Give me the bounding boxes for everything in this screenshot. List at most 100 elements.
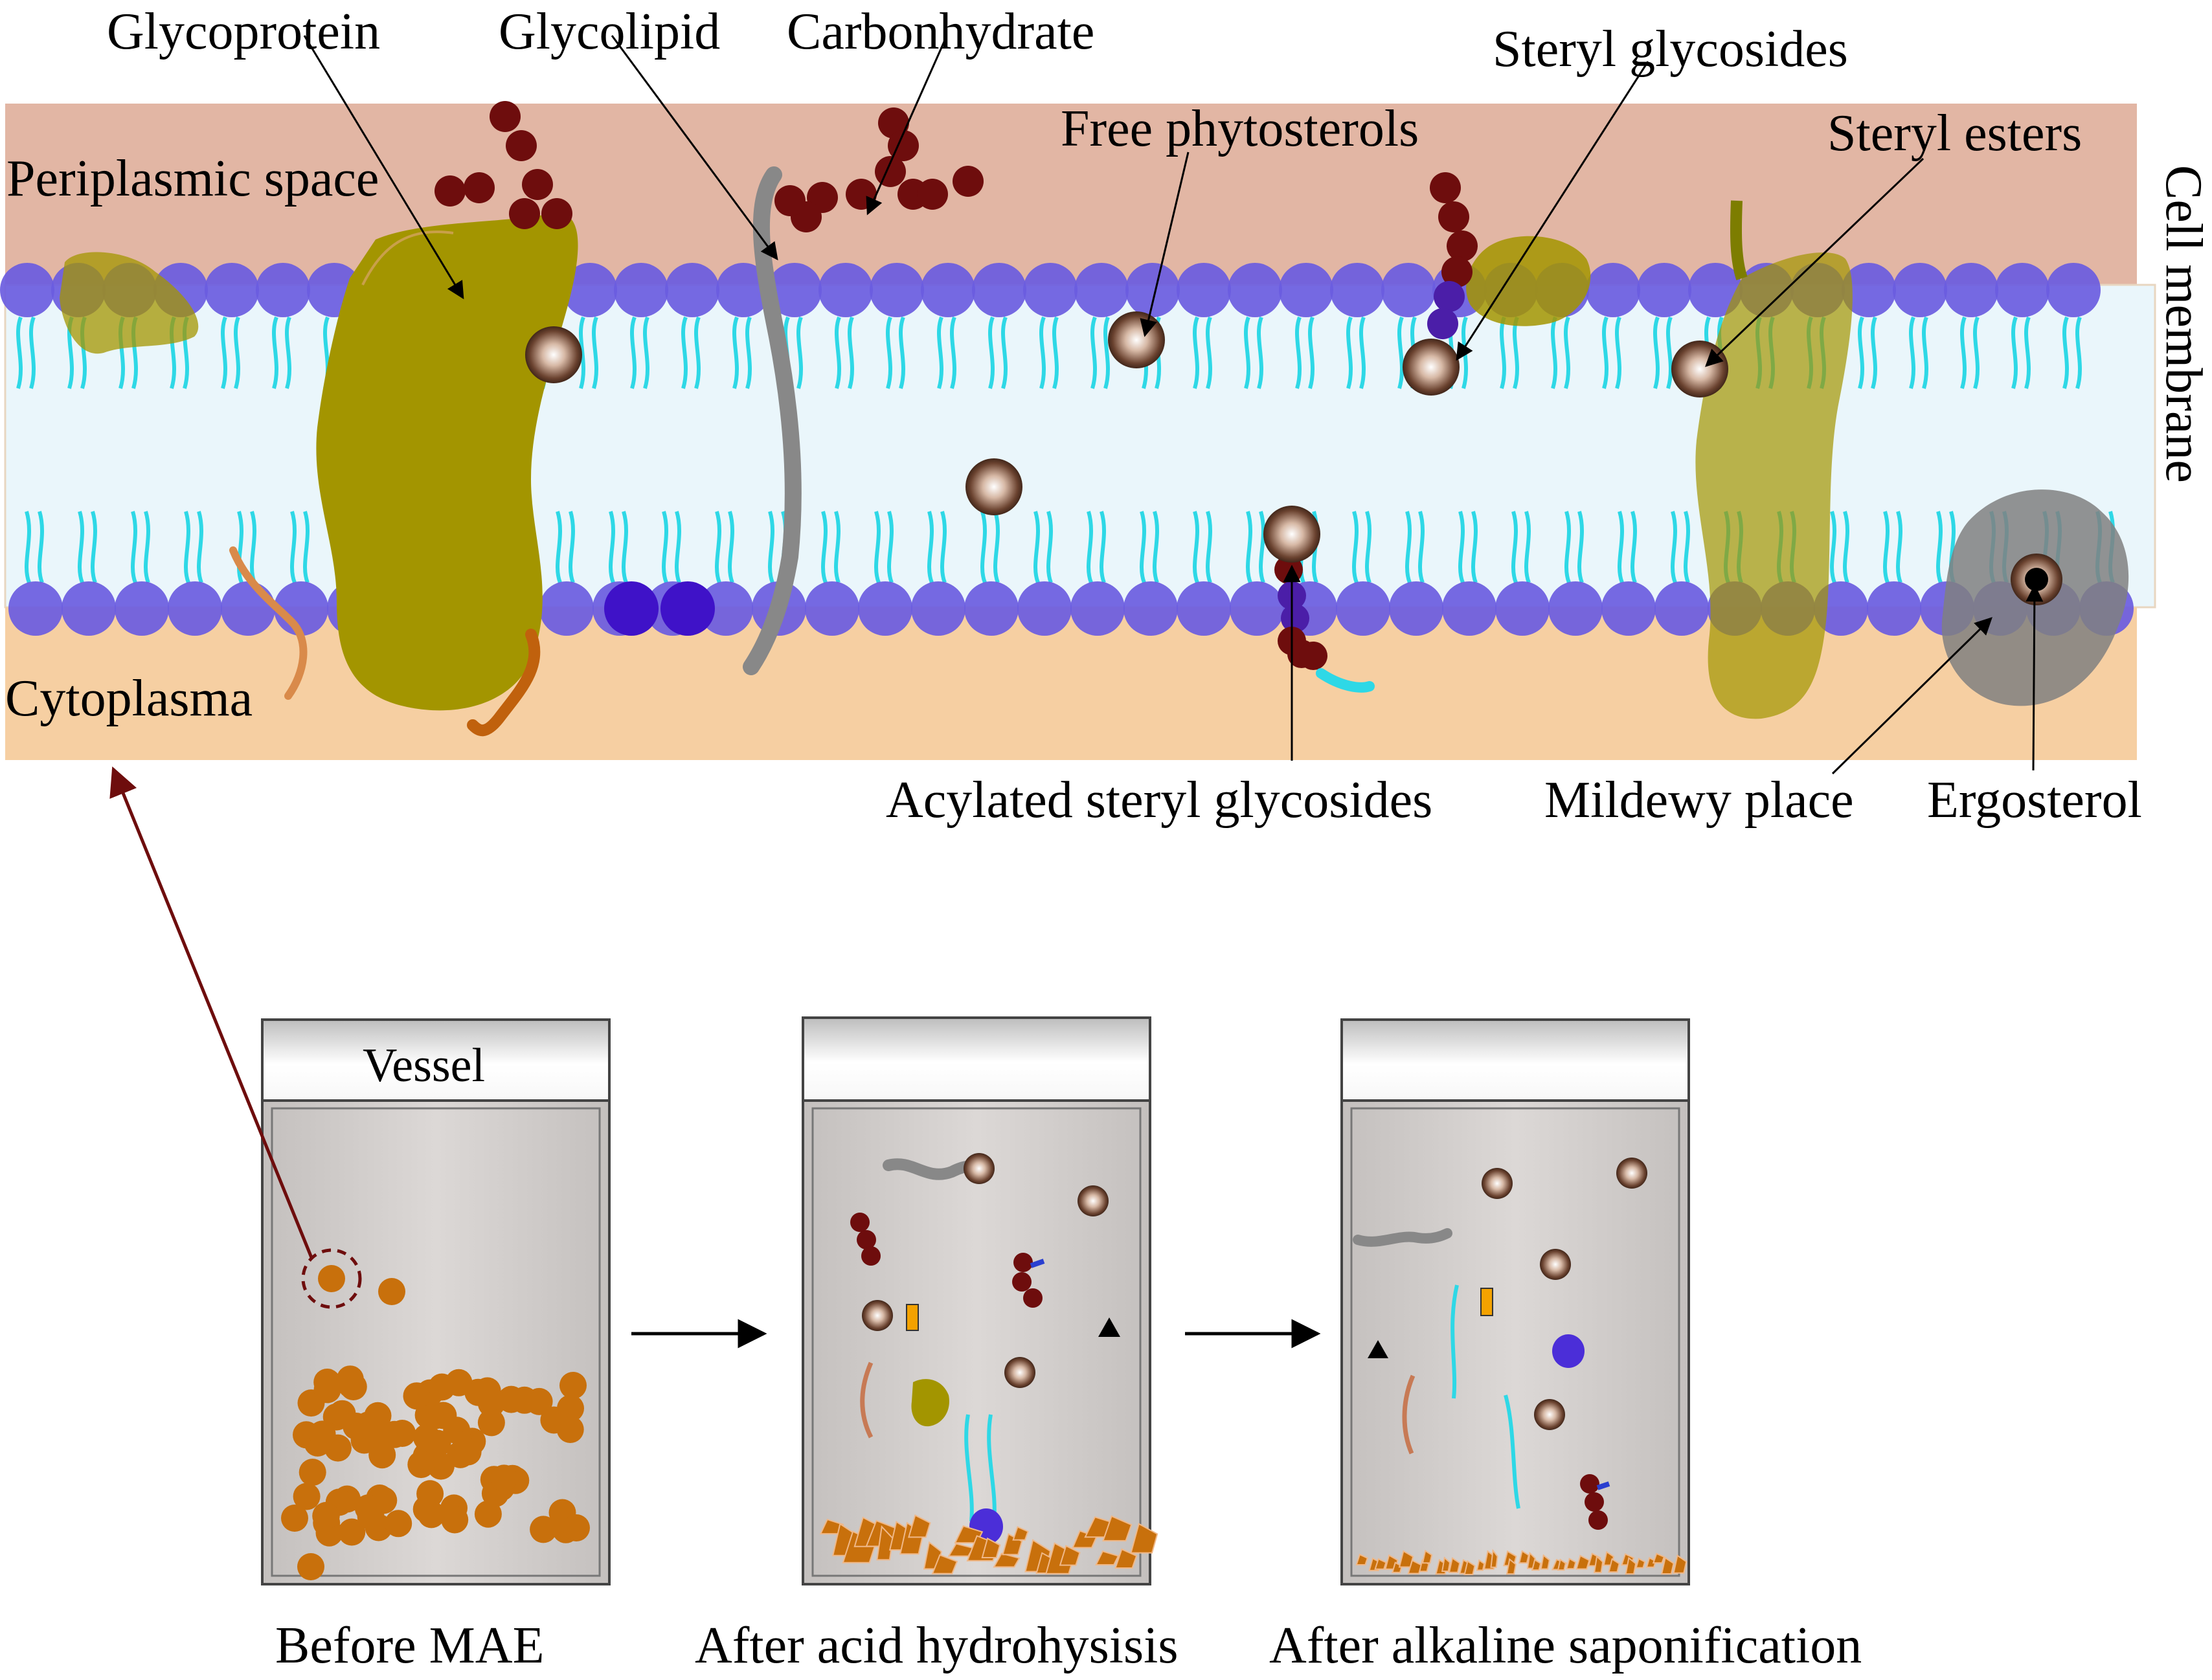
lipid-tail <box>579 316 585 389</box>
glycoprotein-label: Glycoprotein <box>107 3 380 60</box>
residue-flake <box>1374 1558 1387 1570</box>
powder-particle <box>385 1510 412 1538</box>
sterol-ball <box>1004 1357 1035 1388</box>
ergosterol-core <box>2025 568 2048 591</box>
residue-flake <box>1448 1557 1461 1573</box>
glycoprotein-carbohydrate-chain <box>435 101 572 229</box>
lipid-tail <box>1896 511 1902 584</box>
residue-flake <box>1660 1556 1675 1574</box>
lipid-head <box>1586 263 1640 317</box>
lipid-head <box>1074 263 1129 317</box>
thin-fibre <box>229 546 308 700</box>
lipid-tail <box>29 316 36 389</box>
lipid-tail <box>234 316 240 389</box>
lipid-head <box>1867 581 1921 636</box>
residue-flake <box>1575 1554 1590 1570</box>
powder-particle <box>422 1402 449 1429</box>
powder-particle <box>293 1483 321 1510</box>
residue-flake <box>1593 1554 1604 1573</box>
dark-lipid-head <box>660 581 715 636</box>
residue-flake <box>1130 1523 1158 1554</box>
lipid-head <box>1442 581 1496 636</box>
steryl-glycoside-ball <box>1403 339 1460 396</box>
lipid-tail <box>988 316 995 389</box>
steryl-glycoside-sugar-chain <box>1427 172 1478 339</box>
free-phytosterols-arrow <box>1140 151 1190 337</box>
powder-particle <box>368 1441 396 1469</box>
lipid-head <box>614 263 668 317</box>
lipid-head <box>1125 263 1180 317</box>
residue-flake <box>1625 1556 1637 1575</box>
lipid-tail <box>1308 316 1315 389</box>
lipid-head <box>563 263 617 317</box>
powder-particle <box>312 1502 340 1530</box>
lipid-tail <box>184 511 190 584</box>
lipid-tail <box>1671 511 1677 584</box>
lipid-head <box>1654 581 1709 636</box>
lipid-tail <box>1397 316 1404 389</box>
powder-particle <box>338 1518 366 1546</box>
lipid-tail <box>25 511 31 584</box>
steryl-glycosides-label: Steryl glycosides <box>1493 21 1848 78</box>
lipid-tail <box>728 511 734 584</box>
vessel-after-acid-hydrolysis <box>802 1016 1158 1585</box>
orange-rect <box>1480 1288 1493 1316</box>
lipid-tail <box>1684 511 1690 584</box>
lipid-tail <box>1039 316 1046 389</box>
lipid-head <box>921 263 975 317</box>
vessels-panel: Vessel <box>109 766 1862 1674</box>
residue-flake <box>931 1554 958 1574</box>
residue-flake <box>1476 1559 1485 1571</box>
lipid-tail <box>592 316 598 389</box>
lipid-tail <box>1618 511 1624 584</box>
lipid-tail <box>1365 511 1371 584</box>
lipid-tail <box>1564 316 1570 389</box>
lipid-head <box>1330 263 1384 317</box>
stage-caption-after-acid: After acid hydrohysisis <box>695 1617 1179 1674</box>
lipid-tail <box>1524 511 1531 584</box>
vessel-label: Vessel <box>363 1039 485 1092</box>
sterol-ball <box>964 1153 995 1184</box>
sugar-fragment <box>1580 1474 1608 1530</box>
lipid-head <box>1893 263 1947 317</box>
black-triangle <box>1098 1317 1120 1337</box>
lipid-tail <box>1458 511 1465 584</box>
residue-flake <box>1463 1560 1476 1575</box>
lipid-tail <box>1352 511 1359 584</box>
lipid-tail <box>1973 316 1980 389</box>
residue-flake <box>993 1552 1021 1568</box>
lipid-tail <box>1577 511 1584 584</box>
lipid-tail <box>303 511 310 584</box>
lipid-tail <box>887 511 894 584</box>
residue-flake <box>1557 1558 1566 1571</box>
lipid-tail <box>1883 511 1890 584</box>
lipid-tail <box>237 511 243 584</box>
lipid-tail <box>796 316 803 389</box>
residue-flake <box>1441 1556 1451 1572</box>
lipid-head <box>2046 263 2101 317</box>
powder-particle <box>474 1500 502 1528</box>
sterol-ball <box>1534 1399 1565 1430</box>
sugar-fragment <box>850 1213 1043 1308</box>
sterol-ball <box>1540 1249 1571 1280</box>
cytoplasma-label: Cytoplasma <box>5 670 253 727</box>
lipid-tail <box>1100 511 1106 584</box>
lipid-tail <box>78 511 84 584</box>
lipid-tail <box>715 511 721 584</box>
lipid-tail <box>1602 316 1608 389</box>
residue-flake <box>1355 1553 1369 1566</box>
lipid-head <box>665 263 719 317</box>
lipid-tail <box>874 511 881 584</box>
sterol-ball <box>1616 1158 1647 1189</box>
mildewy-stalk <box>1730 200 1748 280</box>
lipid-head <box>870 263 924 317</box>
lipid-tail <box>250 511 256 584</box>
lipid-head <box>1177 581 1231 636</box>
lipid-tail <box>980 511 987 584</box>
lipid-tail <box>221 316 227 389</box>
residue-flake <box>1531 1558 1542 1571</box>
free-phytosterol-ball <box>1108 311 1165 368</box>
lipid-tail <box>1418 511 1425 584</box>
powder-particle <box>365 1421 393 1449</box>
lipid-tail <box>768 511 774 584</box>
